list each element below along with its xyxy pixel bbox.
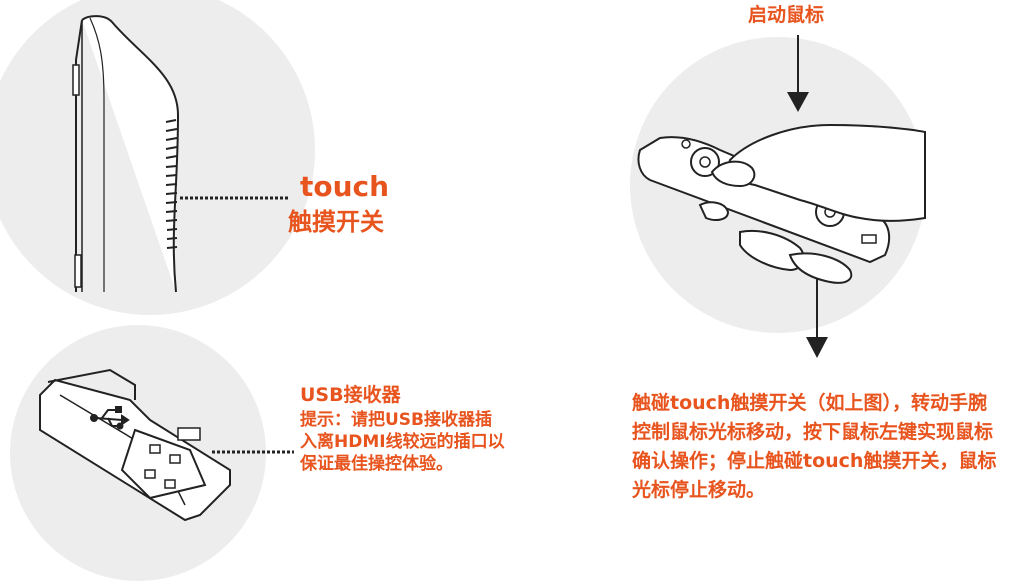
usb-receiver-title: USB接收器 — [300, 384, 401, 406]
hand-holding-remote-icon — [630, 37, 926, 333]
usb-dongle-icon — [10, 325, 266, 581]
touch-switch-label-cn: 触摸开关 — [288, 208, 384, 236]
remote-side-view-icon — [0, 0, 315, 315]
arrow-down-icon — [787, 35, 809, 112]
touch-switch-label-en: touch — [300, 170, 390, 203]
usb-symbol-icon — [90, 406, 130, 430]
arrow-down-icon — [806, 278, 828, 358]
start-mouse-label: 启动鼠标 — [748, 4, 825, 26]
usb-receiver-tip: 提示：请把USB接收器插入离HDMI线较远的插口以保证最佳操控体验。 — [300, 410, 505, 474]
instruction-text: 触碰touch触摸开关（如上图），转动手腕控制鼠标光标移动，按下鼠标左键实现鼠标… — [632, 392, 997, 501]
